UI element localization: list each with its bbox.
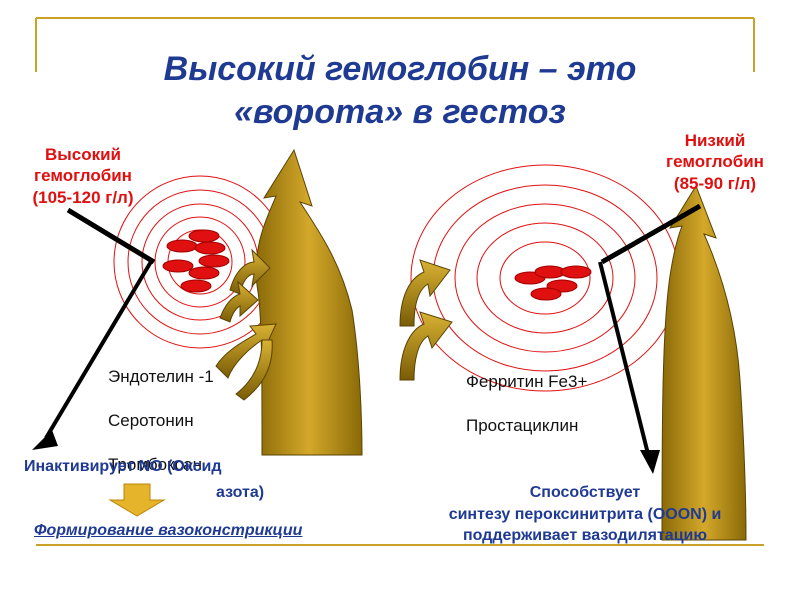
right-pointer — [598, 203, 702, 474]
left-large-curved-arrow — [255, 148, 363, 456]
page-title: Высокий гемоглобин – это «ворота» в гест… — [163, 50, 637, 131]
vasoconstriction-text: Формирование вазоконстрикции — [34, 522, 303, 539]
vasoconstrictor-list: Эндотелин -1 Серотонин Тромбоксан — [108, 344, 278, 499]
left-small-arrow-middle — [219, 280, 259, 323]
inactivates-no-text: Инактивирует NO (Оксид — [24, 458, 222, 475]
peroxynitrite-text: Способствует синтезу пероксинитрита (OOO… — [448, 484, 722, 545]
list-item: Простациклин — [466, 416, 579, 436]
vasodilator-list: Ферритин Fe3+ Простациклин — [466, 349, 666, 459]
left-red-blood-cells — [162, 229, 230, 293]
inactivates-no-text-line2: азота) — [216, 484, 265, 501]
left-pointer — [32, 207, 156, 450]
high-hemoglobin-label: Высокий гемоглобин (105-120 г/л) — [32, 145, 134, 207]
left-small-arrow-low — [235, 339, 273, 401]
slide-frame — [35, 17, 764, 546]
right-large-curved-arrow — [661, 184, 747, 541]
list-item: Эндотелин -1 — [108, 367, 214, 387]
list-item: Серотонин — [108, 411, 194, 431]
left-small-arrow-top — [229, 248, 271, 295]
right-red-blood-cells — [514, 265, 592, 301]
middle-arrow-upper — [399, 259, 451, 327]
down-block-arrow — [108, 483, 166, 517]
middle-arrow-lower — [399, 311, 453, 381]
list-item: Тромбоксан — [108, 455, 202, 475]
list-item: Ферритин Fe3+ — [466, 372, 588, 392]
low-hemoglobin-label: Низкий гемоглобин (85-90 г/л) — [666, 131, 764, 193]
left-small-arrow-bottom — [215, 323, 277, 379]
